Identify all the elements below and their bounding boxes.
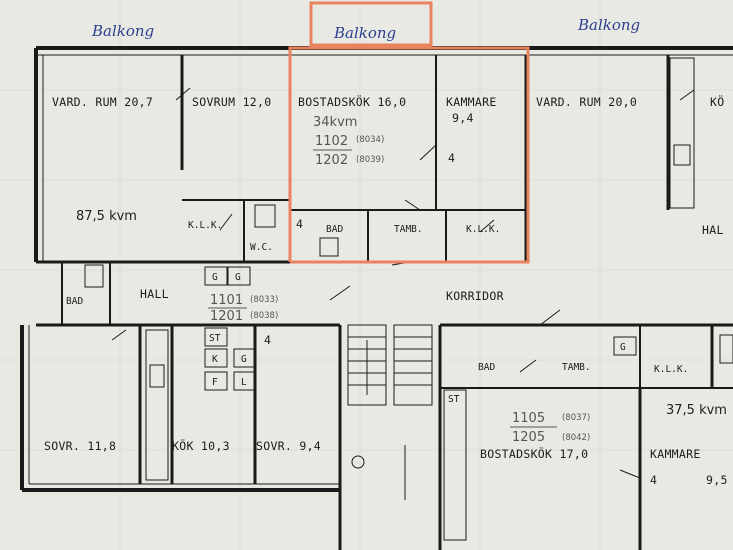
fixture-f: F (212, 377, 218, 388)
room-vardrum-right: VARD. RUM 20,0 (536, 95, 637, 109)
room-korridor: KORRIDOR (446, 289, 504, 303)
room-wc: W.C. (250, 242, 273, 253)
fixture-l: L (241, 377, 247, 388)
room-bad-top: BAD (326, 224, 343, 235)
area-top: 34kvm (313, 115, 357, 130)
area-bottom-right: 37,5 kvm (666, 403, 727, 418)
fixture-g-1: G (212, 272, 218, 283)
fixture-labels: G G ST K F G L ST G 4 4 4 4 (209, 151, 657, 487)
fixture-four-3: 4 (296, 217, 303, 231)
room-klk-bottom: K.L.K. (654, 364, 688, 375)
unit-left-a: 1101 (210, 293, 243, 308)
area-left: 87,5 kvm (76, 209, 137, 224)
room-bad-left: BAD (66, 296, 83, 307)
room-hall-right: HAL (702, 223, 724, 237)
unit-bottom-b-code: (8042) (562, 433, 590, 443)
fixture-four-4: 4 (650, 473, 657, 487)
room-kammare-top-area: 9,4 (452, 111, 474, 125)
fixture-boxes (84, 204, 637, 391)
room-tamb-top: TAMB. (394, 224, 423, 235)
balcony-labels: Balkong Balkong Balkong (91, 16, 640, 42)
room-labels: VARD. RUM 20,7 SOVRUM 12,0 BOSTADSKÖK 16… (44, 93, 728, 487)
room-kammare-bottom: KAMMARE (650, 447, 701, 461)
balcony-label-left: Balkong (91, 22, 154, 40)
unit-left-b: 1201 (210, 309, 243, 324)
door-swings (111, 87, 695, 479)
balcony-label-right: Balkong (577, 16, 640, 34)
room-sovrum: SOVRUM 12,0 (192, 95, 271, 109)
fixture-st-left: ST (209, 333, 221, 344)
room-vardrum-left: VARD. RUM 20,7 (52, 95, 153, 109)
fixture-k: K (212, 354, 218, 365)
fixture-st-bottom: ST (448, 394, 460, 405)
unit-bottom-b: 1205 (512, 430, 545, 445)
unit-top-b-code: (8039) (356, 155, 384, 165)
room-kammare-top: KAMMARE (446, 95, 497, 109)
unit-left-a-code: (8033) (250, 295, 278, 305)
room-bostadskok-top: BOSTADSKÖK 16,0 (298, 93, 406, 109)
room-bostadskok-bottom: BOSTADSKÖK 17,0 (480, 445, 588, 461)
highlighted-unit-outline (288, 1, 530, 264)
room-hall-left: HALL (140, 287, 169, 301)
area-labels: 87,5 kvm 34kvm 37,5 kvm (76, 115, 727, 418)
unit-left-b-code: (8038) (250, 311, 278, 321)
fixture-g-3: G (241, 354, 247, 365)
room-klk-left: K.L.K. (188, 220, 222, 231)
fixture-g-4: G (620, 342, 626, 353)
stairwell (347, 324, 433, 500)
room-bad-bottom: BAD (478, 362, 495, 373)
unit-top-b: 1202 (315, 153, 348, 168)
shafts (145, 57, 733, 541)
fixture-four-1: 4 (264, 333, 271, 347)
room-klk-top: K.L.K. (466, 224, 500, 235)
unit-top-a: 1102 (315, 134, 348, 149)
unit-bottom-a: 1105 (512, 411, 545, 426)
unit-bottom-a-code: (8037) (562, 413, 590, 423)
fixture-g-2: G (235, 272, 241, 283)
room-sovr-9-4: SOVR. 9,4 (256, 439, 321, 453)
room-sovr-11-8: SOVR. 11,8 (44, 439, 116, 453)
room-kok-10-3: KÖK 10,3 (172, 437, 230, 453)
unit-top-a-code: (8034) (356, 135, 384, 145)
balcony-label-center: Balkong (333, 24, 396, 42)
room-kok-right: KÖ (710, 93, 724, 109)
room-tamb-bottom: TAMB. (562, 362, 591, 373)
unit-numbers: 1102 (8034) 1202 (8039) 1101 (8033) 1201… (208, 134, 590, 445)
room-kammare-bottom-area: 9,5 (706, 473, 728, 487)
fixture-four-2: 4 (448, 151, 455, 165)
